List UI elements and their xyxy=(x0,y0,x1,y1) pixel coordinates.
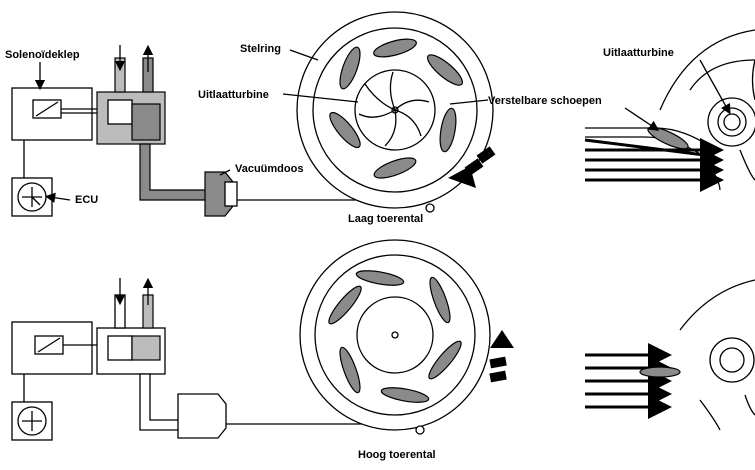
high-rpm-vane-detail xyxy=(585,279,755,431)
label-exhaust-turbine-center: Uitlaatturbine xyxy=(198,89,269,101)
high-rpm-actuator-system xyxy=(11,277,420,441)
label-exhaust-turbine-right: Uitlaatturbine xyxy=(603,47,674,59)
vacuum-box-high xyxy=(177,393,227,439)
label-high-rpm: Hoog toerental xyxy=(358,449,436,461)
high-rpm-turbine-ring xyxy=(299,239,491,435)
low-rpm-actuator-system xyxy=(11,44,432,217)
label-adjustable-vanes: Verstelbare schoepen xyxy=(488,95,602,107)
vacuum-pipe xyxy=(139,143,211,201)
label-vacuum-box: Vacuümdoos xyxy=(235,163,303,175)
low-rpm-vane-detail xyxy=(584,29,755,192)
label-ecu: ECU xyxy=(75,194,98,206)
flow-direction-arrow-low xyxy=(448,146,496,188)
low-rpm-turbine-ring xyxy=(296,11,494,213)
label-adjusting-ring: Stelring xyxy=(240,43,281,55)
label-low-rpm: Laag toerental xyxy=(348,213,423,225)
label-solenoid-valve: Solenoïdeklep xyxy=(5,49,80,61)
flow-direction-arrow-high xyxy=(489,330,514,383)
